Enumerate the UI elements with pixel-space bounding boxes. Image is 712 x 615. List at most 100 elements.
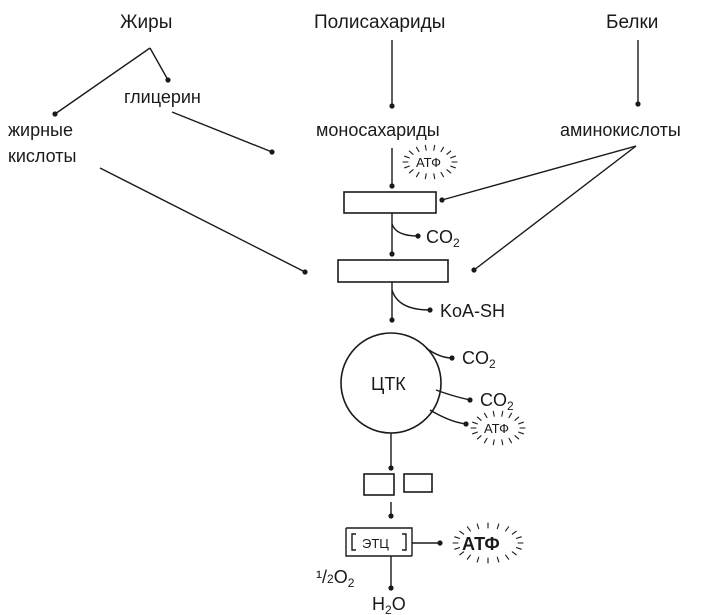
amino-to-pyruvate-arrow bbox=[439, 197, 445, 203]
coa-branch-dot bbox=[427, 307, 433, 313]
burst-ray bbox=[476, 435, 482, 440]
burst-ray bbox=[446, 150, 452, 155]
fats-to-fatty-acids-line bbox=[54, 47, 151, 115]
burst-ray bbox=[518, 431, 524, 435]
burst-ray bbox=[404, 155, 410, 159]
label-polysaccharides: Полисахариды bbox=[314, 12, 445, 33]
acetyl-coa-box bbox=[337, 259, 449, 283]
co2-branch-2-dot bbox=[449, 355, 455, 361]
co2-branch-1-dot bbox=[415, 233, 421, 239]
atp-label-glycolysis: АТФ bbox=[416, 155, 441, 170]
burst-ray bbox=[508, 412, 513, 419]
burst-ray bbox=[508, 437, 513, 444]
label-fats: Жиры bbox=[120, 12, 172, 33]
burst-ray bbox=[446, 169, 452, 174]
etc-inner-bracket bbox=[351, 533, 407, 551]
burst-ray bbox=[505, 554, 510, 560]
atp-burst-glycolysis bbox=[402, 144, 458, 180]
co2-label-3: CO2 bbox=[480, 390, 514, 413]
burst-ray bbox=[515, 536, 522, 539]
burst-ray bbox=[424, 144, 427, 151]
label-fatty-acids-line1: жирные bbox=[8, 120, 73, 140]
burst-ray bbox=[511, 551, 517, 556]
tca-to-carriers-arrow bbox=[388, 465, 394, 471]
burst-ray bbox=[450, 165, 456, 169]
burst-ray bbox=[496, 523, 500, 530]
burst-ray bbox=[454, 547, 461, 550]
burst-ray bbox=[483, 437, 488, 444]
etc-to-water-arrow bbox=[388, 585, 394, 591]
tca-label: ЦТК bbox=[371, 374, 406, 394]
atp-branch-tca-dot bbox=[463, 421, 469, 427]
burst-ray bbox=[459, 530, 465, 535]
proteins-to-amino-arrow bbox=[635, 101, 641, 107]
burst-ray bbox=[440, 146, 445, 153]
fats-to-glycerol-line bbox=[149, 47, 169, 81]
coa-label: KoA-SH bbox=[440, 301, 505, 321]
acetyl-to-tca-arrow bbox=[389, 317, 395, 323]
burst-ray bbox=[408, 169, 414, 174]
atp-branch-tca bbox=[429, 409, 467, 425]
burst-ray bbox=[515, 547, 522, 550]
burst-ray bbox=[454, 536, 461, 539]
amino-to-acetyl-arrow bbox=[471, 267, 477, 273]
burst-ray bbox=[450, 155, 456, 159]
coa-branch bbox=[391, 289, 431, 311]
atp-label-tca: АТФ bbox=[484, 421, 509, 436]
etc-to-atp-arrow bbox=[437, 540, 443, 546]
burst-ray bbox=[514, 416, 520, 421]
pyruvate-to-acetyl-arrow bbox=[389, 251, 395, 257]
burst-ray bbox=[501, 439, 504, 446]
glycerol-out-dot bbox=[269, 149, 275, 155]
etc-box bbox=[345, 527, 413, 557]
burst-ray bbox=[433, 144, 436, 151]
burst-ray bbox=[511, 530, 517, 535]
burst-ray bbox=[501, 410, 504, 417]
fatty-acids-arrow bbox=[52, 111, 58, 117]
carriers-to-etc-arrow bbox=[388, 513, 394, 519]
carrier-box-1 bbox=[363, 473, 395, 496]
poly-to-mono-arrow bbox=[389, 103, 395, 109]
half-o2-label: ¹/2O2 bbox=[316, 567, 355, 590]
burst-ray bbox=[459, 551, 465, 556]
burst-ray bbox=[472, 431, 478, 435]
burst-ray bbox=[492, 410, 495, 417]
glycerol-arrow bbox=[165, 77, 171, 83]
burst-ray bbox=[483, 412, 488, 419]
burst-ray bbox=[433, 173, 436, 180]
burst-ray bbox=[424, 173, 427, 180]
label-amino-acids: аминокислоты bbox=[560, 120, 681, 140]
burst-ray bbox=[466, 554, 471, 560]
burst-ray bbox=[492, 439, 495, 446]
mono-to-pyruvate-arrow bbox=[389, 183, 395, 189]
glycerol-out-line bbox=[171, 111, 273, 153]
carrier-box-2 bbox=[403, 473, 433, 493]
fatty-acids-acetyl-dot bbox=[302, 269, 308, 275]
co2-branch-3-dot bbox=[467, 397, 473, 403]
label-fatty-acids-line2: кислоты bbox=[8, 146, 76, 166]
burst-ray bbox=[505, 526, 510, 532]
co2-branch-3 bbox=[435, 389, 471, 401]
atp-label-etc: АТФ bbox=[462, 534, 500, 554]
burst-ray bbox=[476, 523, 480, 530]
burst-ray bbox=[408, 150, 414, 155]
co2-label-1: CO2 bbox=[426, 227, 460, 250]
burst-ray bbox=[514, 435, 520, 440]
fatty-acids-to-acetyl-line bbox=[99, 167, 306, 273]
burst-ray bbox=[415, 146, 420, 153]
burst-ray bbox=[518, 421, 524, 425]
burst-ray bbox=[466, 526, 471, 532]
water-label: H2O bbox=[372, 594, 406, 615]
label-monosaccharides: моносахариды bbox=[316, 120, 440, 140]
burst-ray bbox=[472, 421, 478, 425]
amino-to-acetyl-line bbox=[473, 145, 637, 271]
pyruvate-box bbox=[343, 191, 437, 214]
burst-ray bbox=[440, 171, 445, 178]
etc-label: ЭТЦ bbox=[362, 536, 389, 551]
atp-burst-tca bbox=[470, 410, 526, 446]
label-glycerol: глицерин bbox=[124, 87, 201, 107]
burst-ray bbox=[476, 556, 480, 563]
burst-ray bbox=[404, 165, 410, 169]
co2-branch-1 bbox=[391, 223, 419, 237]
